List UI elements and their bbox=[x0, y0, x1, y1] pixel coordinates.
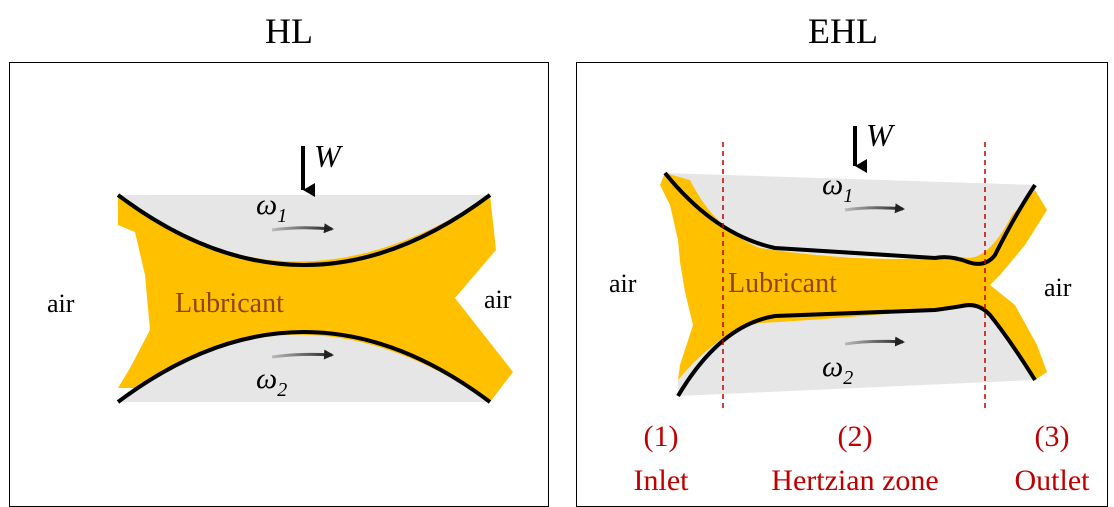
hl-lubricant bbox=[118, 195, 513, 402]
hl-load-label: W bbox=[314, 138, 344, 174]
hl-omega2-label: ω2 bbox=[256, 362, 287, 401]
zone-inlet-name: Inlet bbox=[634, 464, 690, 497]
hl-air-right-label: air bbox=[484, 285, 512, 314]
zone-outlet-name: Outlet bbox=[1015, 464, 1091, 497]
hl-panel-title: HL bbox=[265, 11, 313, 51]
zone-outlet-number: (3) bbox=[1035, 420, 1070, 453]
ehl-air-left-label: air bbox=[609, 269, 637, 298]
ehl-air-right-label: air bbox=[1044, 273, 1072, 302]
hl-air-left-label: air bbox=[47, 289, 75, 318]
zone-hertzian-number: (2) bbox=[838, 420, 873, 453]
hl-omega1-arrow bbox=[271, 223, 334, 234]
ehl-load-label: W bbox=[866, 117, 896, 153]
zone-inlet-number: (1) bbox=[644, 420, 679, 453]
hl-omega1-label: ω1 bbox=[256, 188, 287, 227]
hl-omega2-arrow bbox=[271, 349, 334, 360]
zone-hertzian-name: Hertzian zone bbox=[771, 464, 938, 497]
ehl-omega2-label: ω2 bbox=[822, 350, 853, 389]
hl-upper-boundary bbox=[116, 193, 492, 267]
hl-lubricant-label: Lubricant bbox=[175, 288, 284, 319]
ehl-lubricant bbox=[660, 173, 1047, 380]
ehl-omega1-label: ω1 bbox=[822, 168, 853, 207]
hl-lower-boundary bbox=[116, 330, 492, 404]
hl-diagram bbox=[116, 146, 513, 404]
ehl-lower-boundary bbox=[676, 303, 1037, 398]
ehl-omega2-arrow bbox=[844, 336, 905, 347]
ehl-omega1-arrow bbox=[844, 203, 905, 214]
ehl-upper-surface bbox=[665, 173, 1035, 262]
ehl-panel-title: EHL bbox=[808, 11, 878, 51]
ehl-lower-surface bbox=[678, 305, 1035, 396]
ehl-diagram bbox=[660, 126, 1047, 408]
ehl-lubricant-label: Lubricant bbox=[728, 268, 837, 299]
